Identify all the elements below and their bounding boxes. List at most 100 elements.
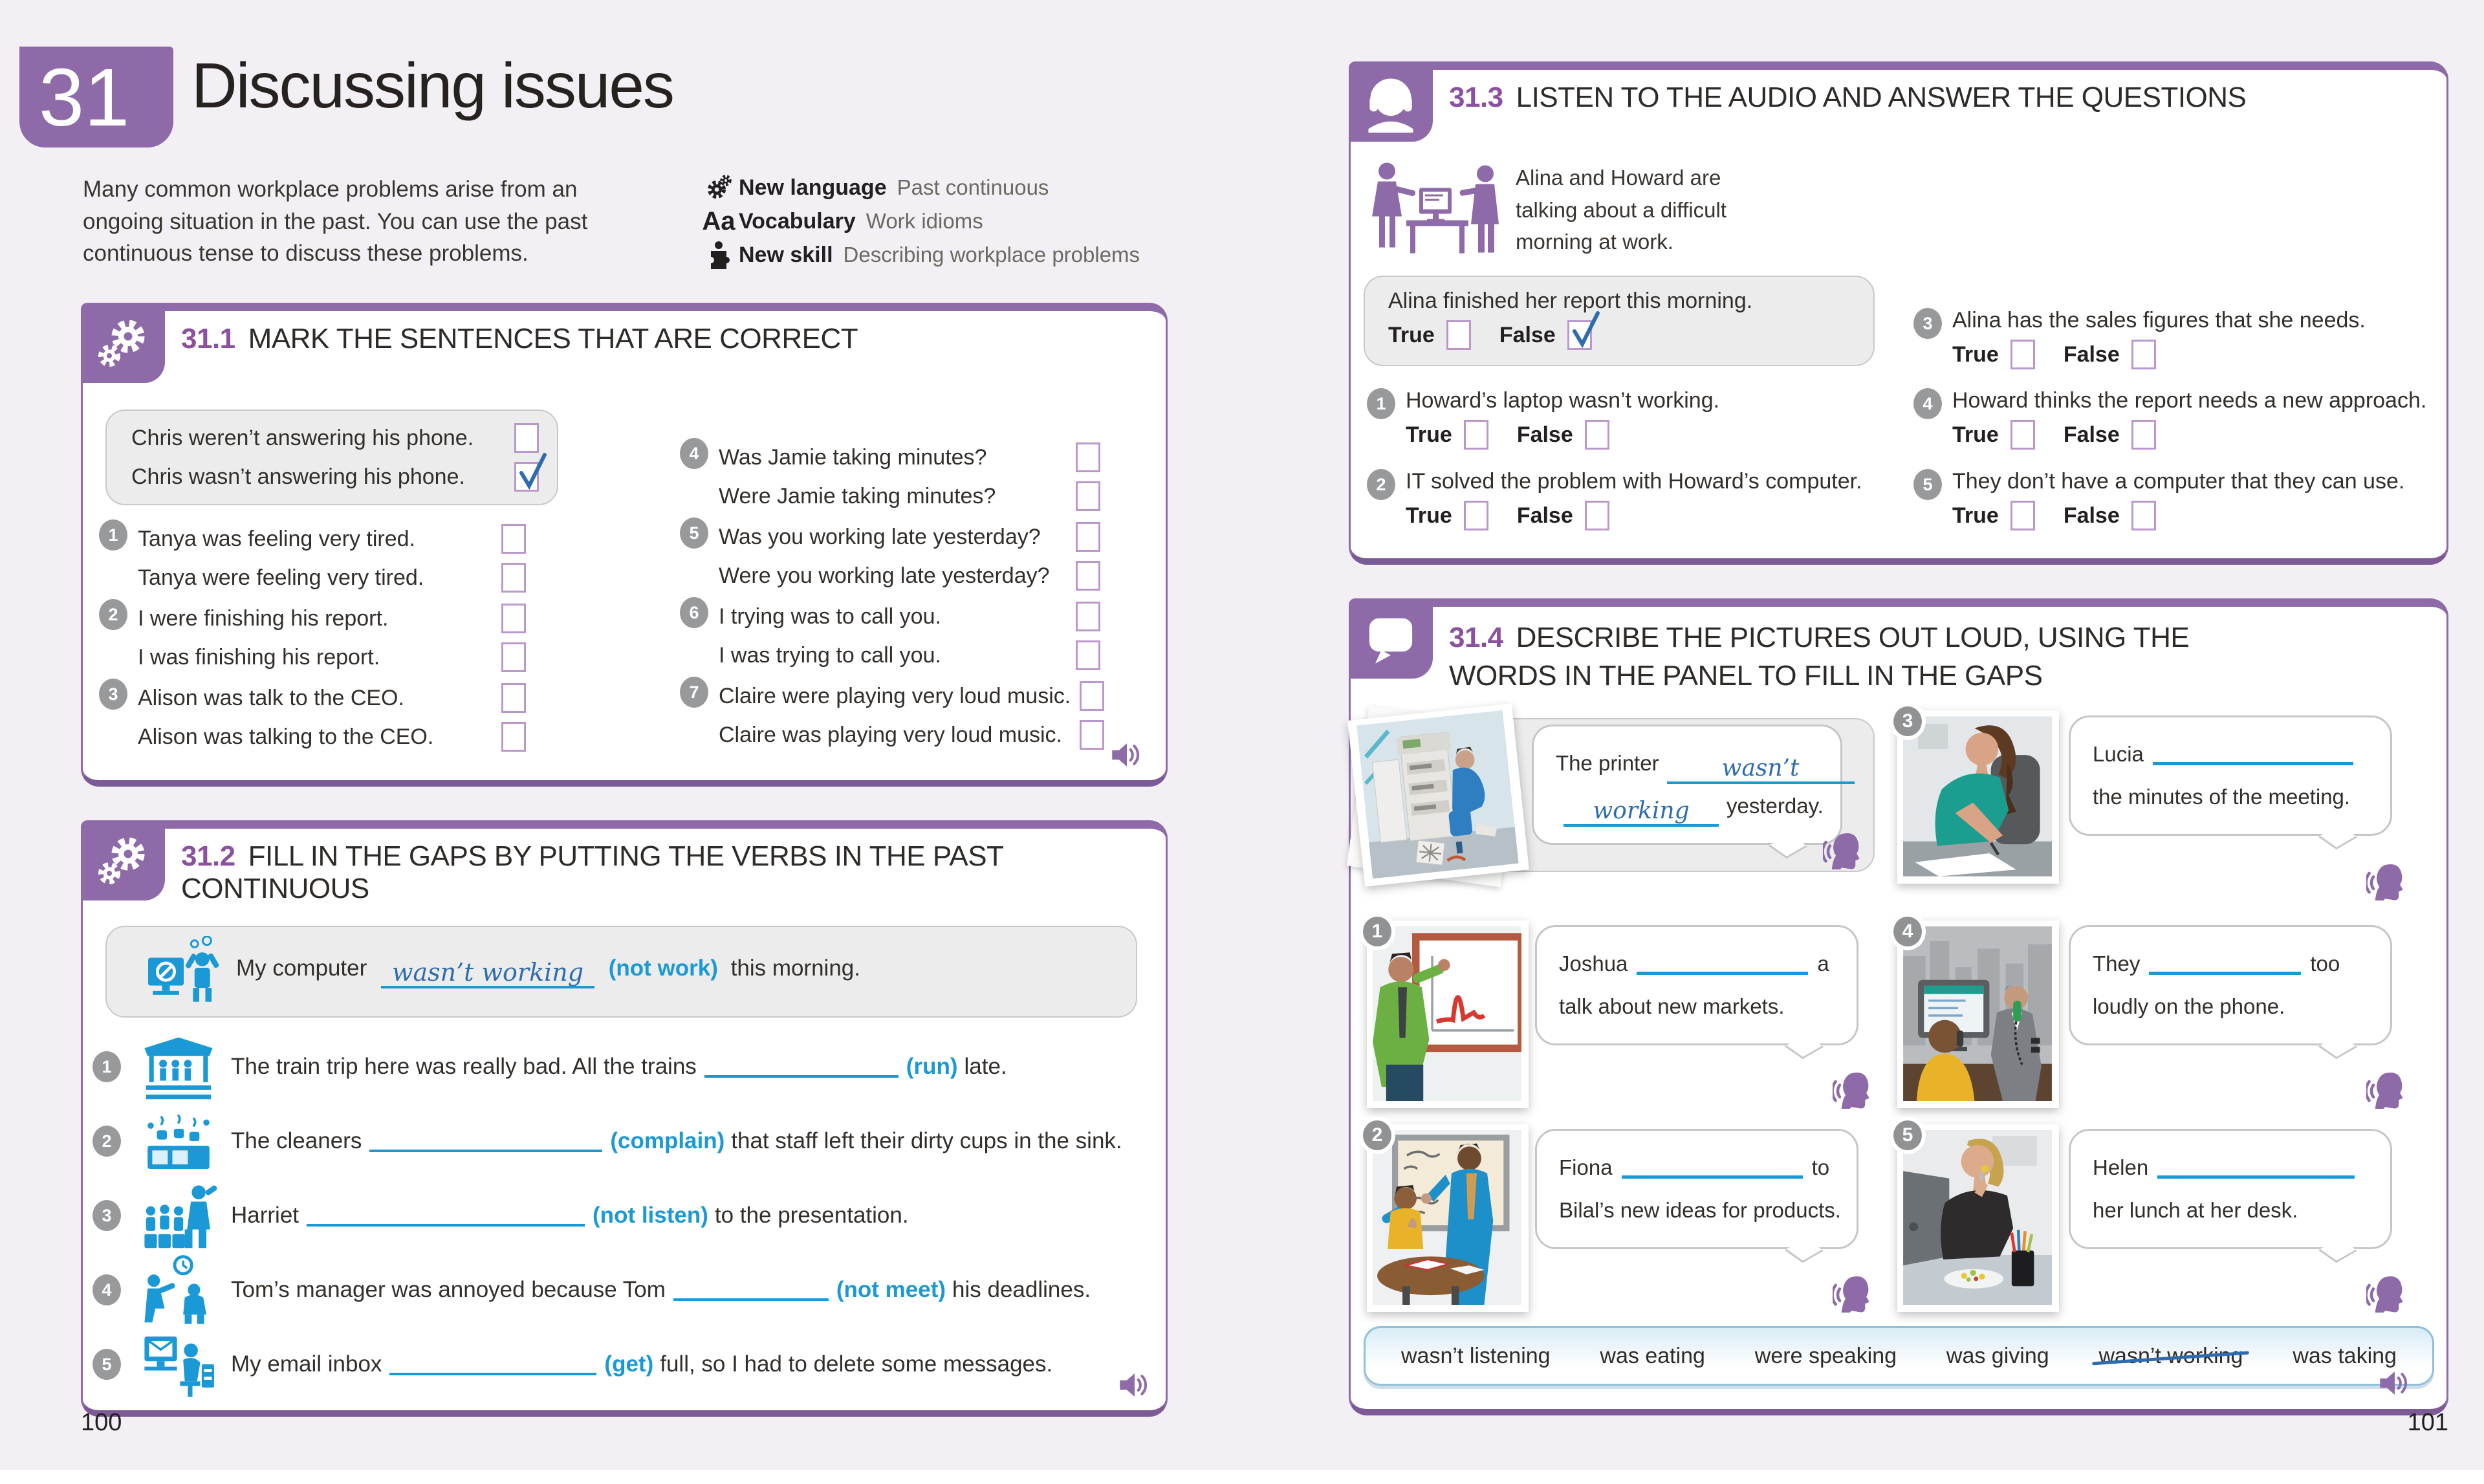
checkbox[interactable] <box>1463 501 1488 530</box>
deadline-clock-icon <box>130 1254 227 1326</box>
checkbox[interactable] <box>2131 340 2156 369</box>
option-text: Were you working late yesterday? <box>719 563 1050 588</box>
sentence-pre: My computer <box>236 955 367 981</box>
bubble-tail <box>1784 1238 1824 1263</box>
item-number-badge: 6 <box>680 597 708 628</box>
panel-word[interactable]: wasn’t listening <box>1401 1343 1551 1368</box>
question-item: 1 Tanya was feeling very tired. Tanya we… <box>99 519 526 597</box>
summary-value: Describing workplace problems <box>843 243 1140 267</box>
checkbox[interactable] <box>1076 640 1100 670</box>
checkbox[interactable] <box>1080 681 1105 711</box>
answer-blank[interactable] <box>1637 955 1809 975</box>
answer-blank[interactable] <box>2157 1159 2355 1179</box>
checkbox[interactable] <box>1076 442 1100 472</box>
option-text: Claire were playing very loud music. <box>719 683 1071 708</box>
answer-blank[interactable] <box>2149 955 2302 975</box>
tf-item: 3 Alina has the sales figures that she n… <box>1913 308 2366 369</box>
answer-blank[interactable] <box>704 1057 899 1078</box>
checkbox[interactable] <box>2010 501 2035 530</box>
headphones-icon <box>1349 61 1433 142</box>
checkbox[interactable] <box>1076 481 1100 511</box>
checkbox[interactable] <box>2010 420 2035 450</box>
checkbox[interactable] <box>501 604 526 633</box>
item-number-badge: 2 <box>99 599 127 630</box>
option-text: Tanya were feeling very tired. <box>138 565 424 590</box>
panel-word[interactable]: was giving <box>1946 1343 2049 1368</box>
checkbox-checked[interactable] <box>1567 311 1600 350</box>
panel-word[interactable]: were speaking <box>1754 1343 1897 1368</box>
checkbox[interactable] <box>1080 720 1105 750</box>
speaking-head-icon <box>1823 833 1860 869</box>
answer-blank[interactable] <box>2152 746 2353 765</box>
item-number-badge: 1 <box>99 519 127 551</box>
checkbox[interactable] <box>2131 501 2156 530</box>
verb-hint: (not work) <box>608 955 718 981</box>
photo-woman-writing-notes: 3 <box>1890 703 2059 884</box>
checkbox[interactable] <box>501 563 526 593</box>
answer-blank[interactable] <box>1621 1159 1803 1179</box>
checkbox[interactable] <box>1446 320 1471 350</box>
checkbox[interactable] <box>501 683 526 713</box>
item-number-badge: 3 <box>93 1200 121 1231</box>
bubble-tail <box>2318 824 2358 850</box>
photo-two-men-on-phones: 4 <box>1890 913 2059 1108</box>
fill-item: 3 Harriet(not listen)to the presentation… <box>93 1179 1153 1252</box>
speaking-head-icon <box>2366 1276 2403 1313</box>
item-number-badge: 3 <box>1913 308 1942 339</box>
answer-blank[interactable] <box>369 1131 603 1152</box>
answer-blank[interactable] <box>307 1206 585 1227</box>
answer-blank-filled[interactable]: wasn’t <box>1666 757 1855 784</box>
speaking-head-icon <box>2366 864 2403 900</box>
panel-word[interactable]: was taking <box>2293 1343 2397 1368</box>
checkbox[interactable] <box>1076 522 1100 552</box>
fill-item: 4 Tom’s manager was annoyed because Tom(… <box>93 1254 1153 1326</box>
answer-blank-filled[interactable]: wasn’t working <box>381 960 595 988</box>
summary-label: New skill <box>739 242 833 267</box>
checkbox[interactable] <box>2131 420 2156 450</box>
answer-blank[interactable] <box>389 1355 597 1375</box>
checkbox[interactable] <box>1076 561 1100 591</box>
broken-computer-icon <box>135 936 232 1007</box>
audio-speaker-icon[interactable] <box>1118 1371 1151 1399</box>
checkbox[interactable] <box>1463 420 1488 450</box>
puzzle-person-icon <box>699 241 739 269</box>
item-number-badge: 1 <box>93 1051 121 1082</box>
option-text: Chris weren’t answering his phone. <box>131 425 474 450</box>
checkbox[interactable] <box>2010 340 2035 369</box>
checkbox[interactable] <box>1584 420 1609 450</box>
question-item: 5 Was you working late yesterday? Were y… <box>680 518 1100 595</box>
speech-bubble: Helen her lunch at her desk. <box>2069 1129 2392 1263</box>
question-item: 7 Claire were playing very loud music. C… <box>680 677 1105 754</box>
audio-speaker-icon[interactable] <box>2378 1369 2412 1397</box>
checkbox[interactable] <box>501 722 526 752</box>
checkbox[interactable] <box>514 423 539 453</box>
summary-label: Vocabulary <box>739 208 856 234</box>
checkbox[interactable] <box>501 524 526 554</box>
panel-word[interactable]: was eating <box>1600 1343 1705 1368</box>
checkbox[interactable] <box>501 642 526 672</box>
checkbox[interactable] <box>1584 501 1609 530</box>
tf-item: 5 They don’t have a computer that they c… <box>1913 469 2404 530</box>
option-text: I was trying to call you. <box>719 642 941 668</box>
photo-printer-repair <box>1347 703 1529 887</box>
bubble-tail <box>1784 1034 1824 1060</box>
checkbox-checked[interactable] <box>514 453 547 492</box>
answer-blank-filled[interactable]: working <box>1563 800 1719 827</box>
panel-word-crossed-out[interactable]: wasn’t working <box>2098 1343 2243 1368</box>
answer-blank[interactable] <box>673 1280 829 1301</box>
photo-meeting-at-table: 2 <box>1359 1117 1529 1312</box>
question-item: 6 I trying was to call you. I was trying… <box>680 597 1100 675</box>
option-text: Was you working late yesterday? <box>719 524 1041 549</box>
photo-man-presenting-chart: 1 <box>1359 913 1529 1108</box>
speaking-head-icon <box>1833 1072 1869 1109</box>
speech-bubble-icon <box>1349 598 1433 679</box>
summary-value: Work idioms <box>866 209 983 233</box>
summary-value: Past continuous <box>897 175 1049 199</box>
checkbox[interactable] <box>1076 602 1100 631</box>
audio-speaker-icon[interactable] <box>1110 741 1144 769</box>
